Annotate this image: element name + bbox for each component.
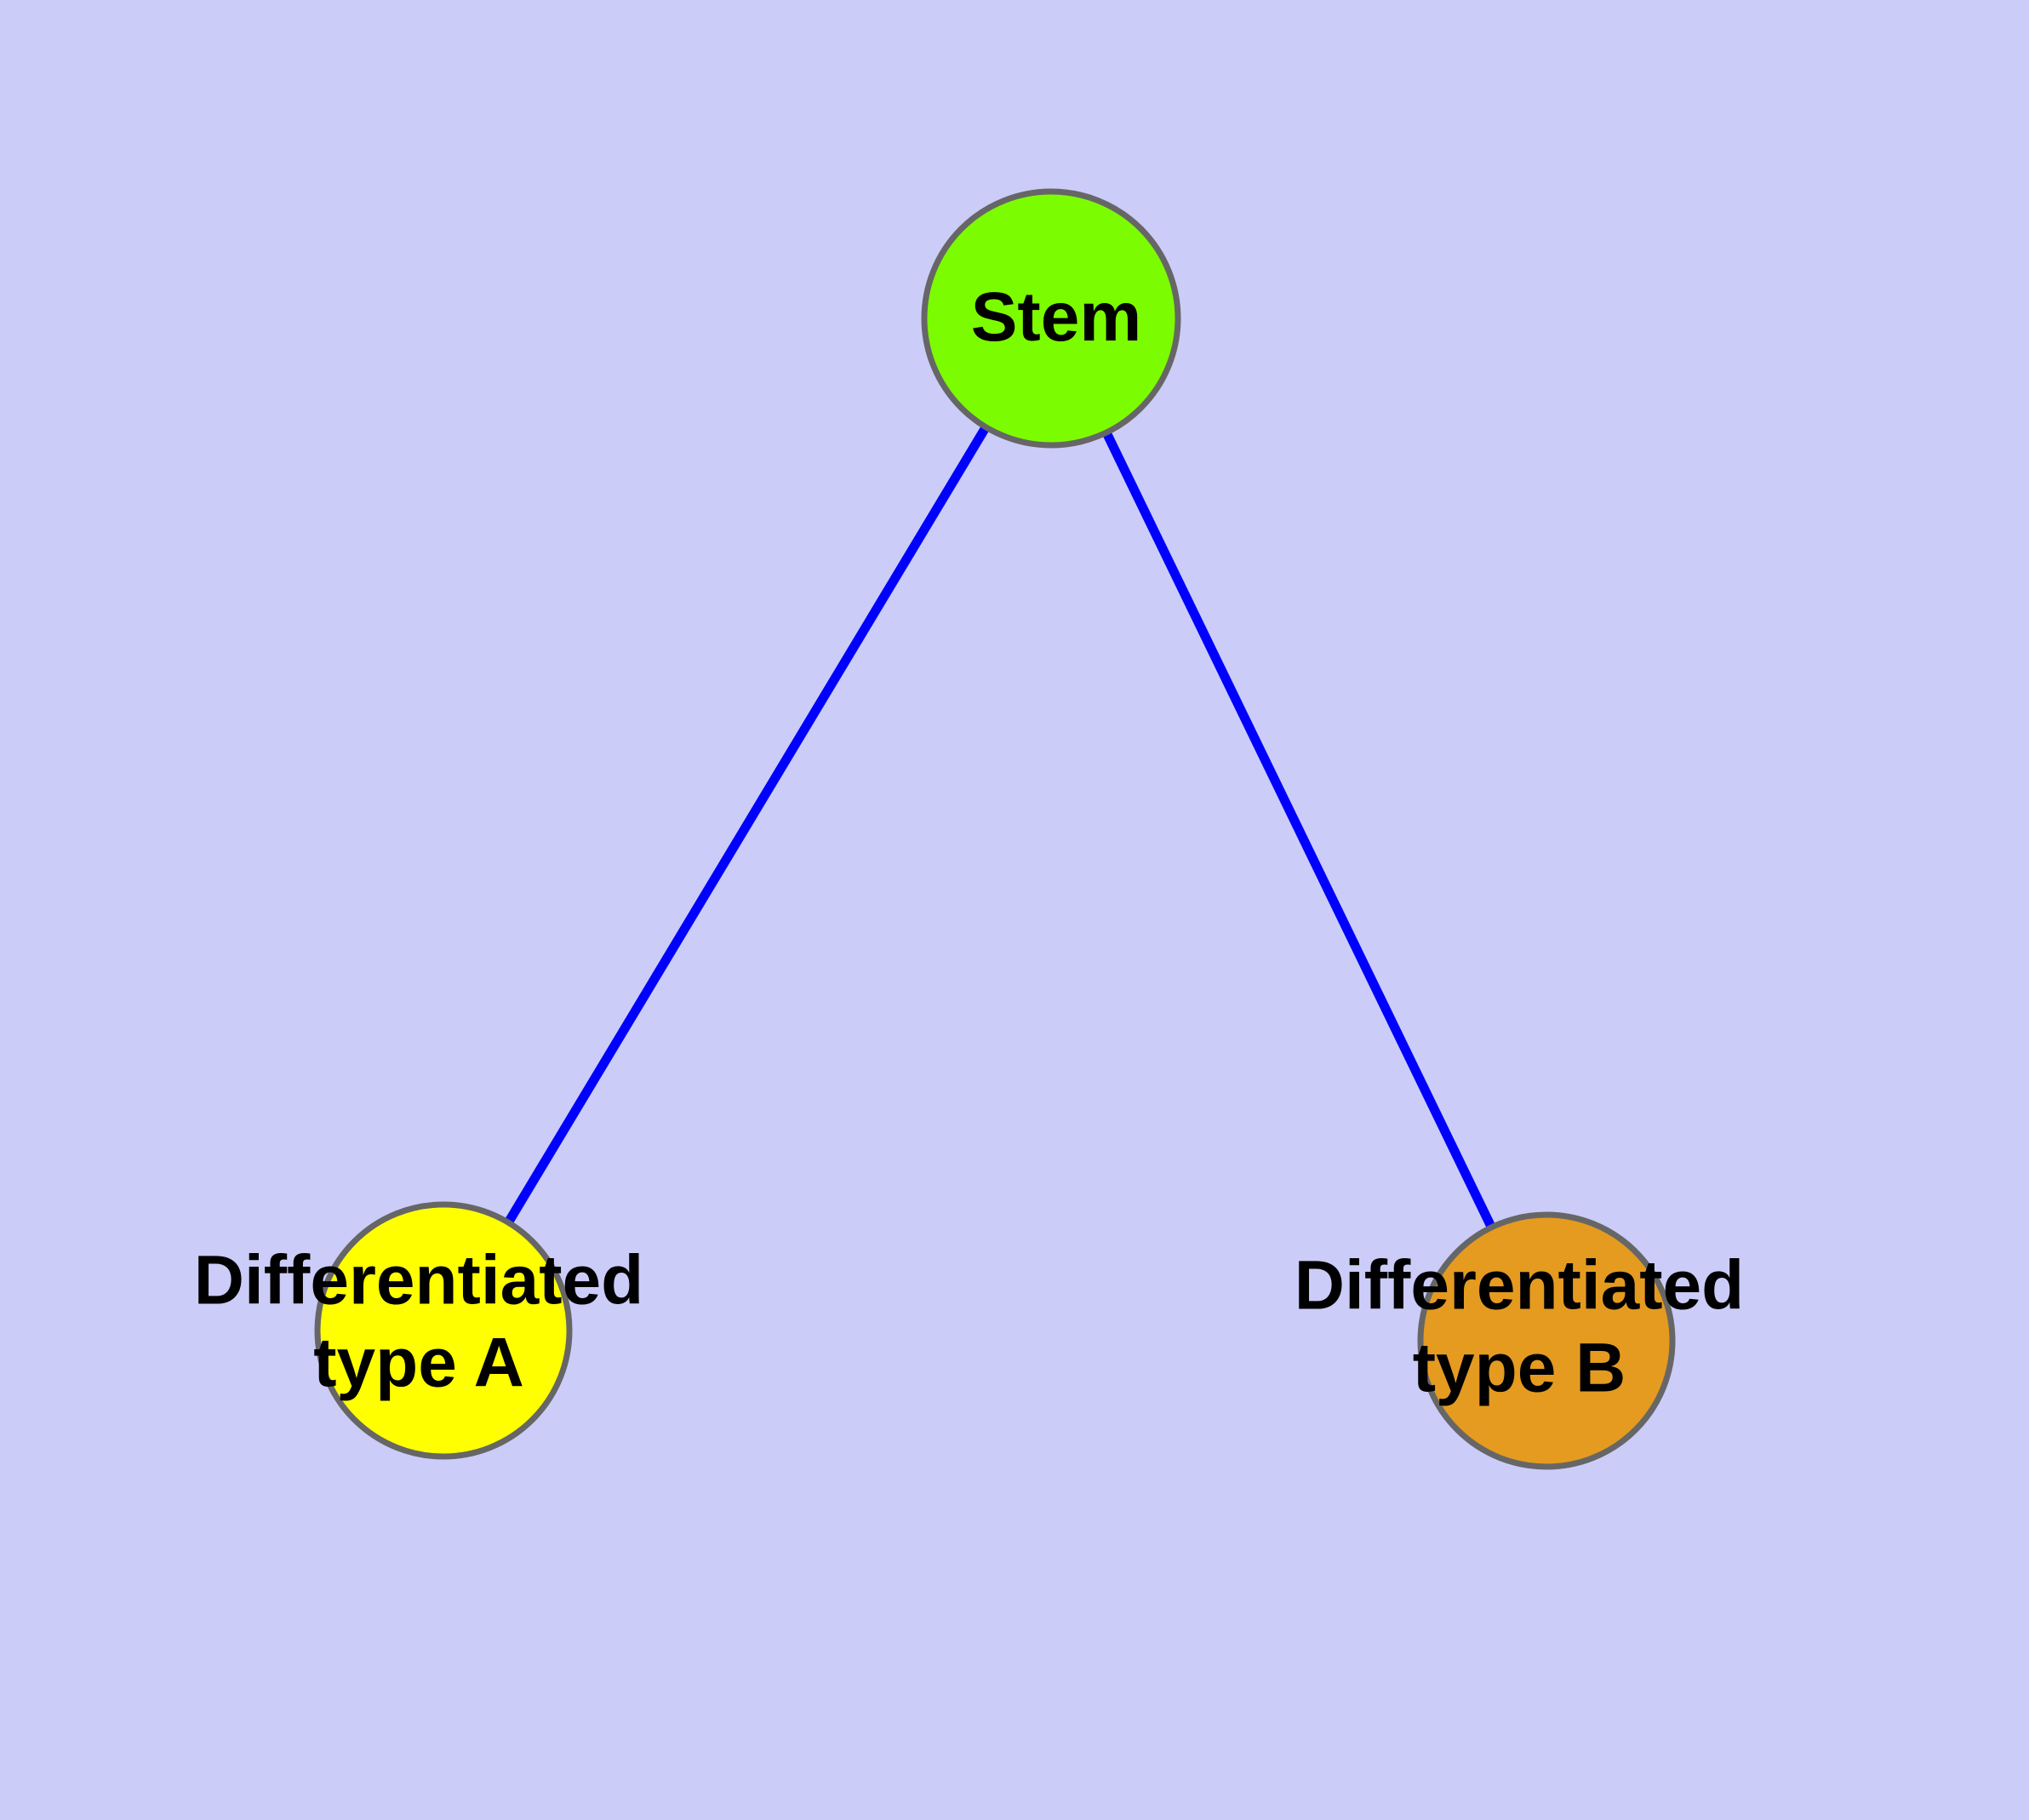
node-layer: [314, 188, 1676, 1470]
node-stem-circle[interactable]: [921, 188, 1181, 449]
node-label-line: Stem: [971, 278, 1142, 356]
node-differentiated-type-b-circle[interactable]: [1417, 1211, 1676, 1470]
edge-layer: [504, 424, 1496, 1230]
node-label-line: type A: [313, 1324, 524, 1401]
node-label-line: Differentiated: [194, 1241, 644, 1319]
edge-stem-to-differentiated-type-a: [504, 424, 991, 1225]
node-stem-label: Stem: [971, 278, 1142, 356]
node-differentiated-type-a-circle[interactable]: [314, 1201, 573, 1460]
node-label-line: type B: [1413, 1329, 1626, 1406]
edge-stem-to-differentiated-type-b: [1102, 430, 1496, 1230]
node-label-line: Differentiated: [1295, 1246, 1745, 1324]
